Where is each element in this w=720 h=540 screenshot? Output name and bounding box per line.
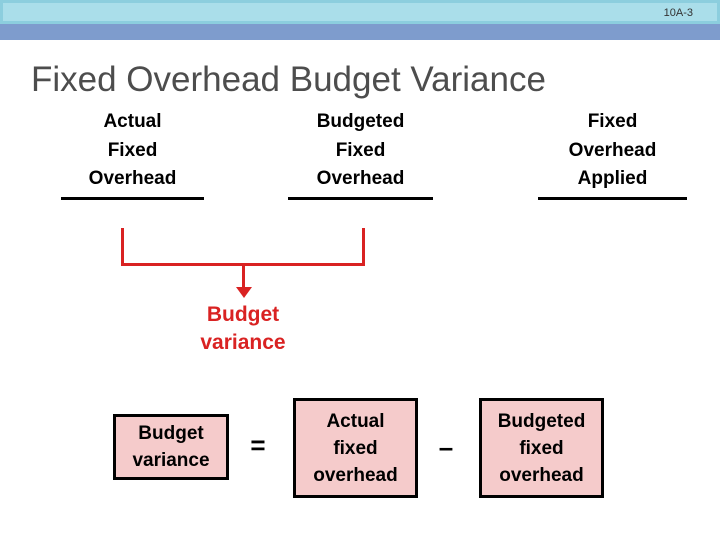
- equation-box-line: Budget: [138, 423, 204, 444]
- column-header-budgeted-fixed-overhead: Budgeted Fixed Overhead: [288, 108, 433, 200]
- slide-number: 10A-3: [663, 7, 693, 19]
- column-header-line: Overhead: [568, 139, 657, 161]
- column-header-line: Actual: [103, 111, 162, 132]
- equation-box-line: overhead: [499, 464, 584, 486]
- equation-box-line: Actual: [326, 410, 385, 432]
- equation-box-line: variance: [132, 450, 210, 471]
- budget-variance-label: Budget variance: [143, 301, 343, 357]
- column-header-line: Fixed: [335, 139, 386, 161]
- bracket-right-leg: [362, 228, 365, 266]
- column-header-line: Applied: [577, 168, 648, 189]
- equation-box-line: fixed: [519, 437, 564, 459]
- column-header-line: Fixed: [587, 111, 638, 132]
- column-header-line: Fixed: [107, 139, 158, 161]
- minus-sign: –: [438, 432, 454, 462]
- equation-box-line: fixed: [333, 437, 378, 459]
- slide-title: Fixed Overhead Budget Variance: [31, 60, 546, 99]
- column-header-line: Overhead: [316, 168, 405, 189]
- equation-budgeted-fixed-overhead-box: Budgeted fixed overhead: [479, 398, 604, 498]
- budget-variance-label-line: variance: [200, 331, 286, 354]
- equation-actual-fixed-overhead-box: Actual fixed overhead: [293, 398, 418, 498]
- equation-result-box: Budget variance: [113, 414, 229, 480]
- column-header-line: Overhead: [88, 168, 177, 189]
- down-arrow-icon: [236, 287, 252, 298]
- column-header-line: Budgeted: [316, 111, 405, 132]
- column-header-actual-fixed-overhead: Actual Fixed Overhead: [61, 108, 204, 200]
- bracket-left-leg: [121, 228, 124, 266]
- equation-box-line: overhead: [313, 464, 398, 486]
- budget-variance-label-line: Budget: [206, 303, 280, 326]
- accent-stripe: [0, 24, 720, 40]
- equation-box-line: Budgeted: [497, 410, 586, 432]
- column-header-fixed-overhead-applied: Fixed Overhead Applied: [538, 108, 687, 200]
- down-arrow-stem: [242, 263, 245, 288]
- header-band: 10A-3: [0, 0, 720, 24]
- equals-sign: =: [250, 430, 266, 460]
